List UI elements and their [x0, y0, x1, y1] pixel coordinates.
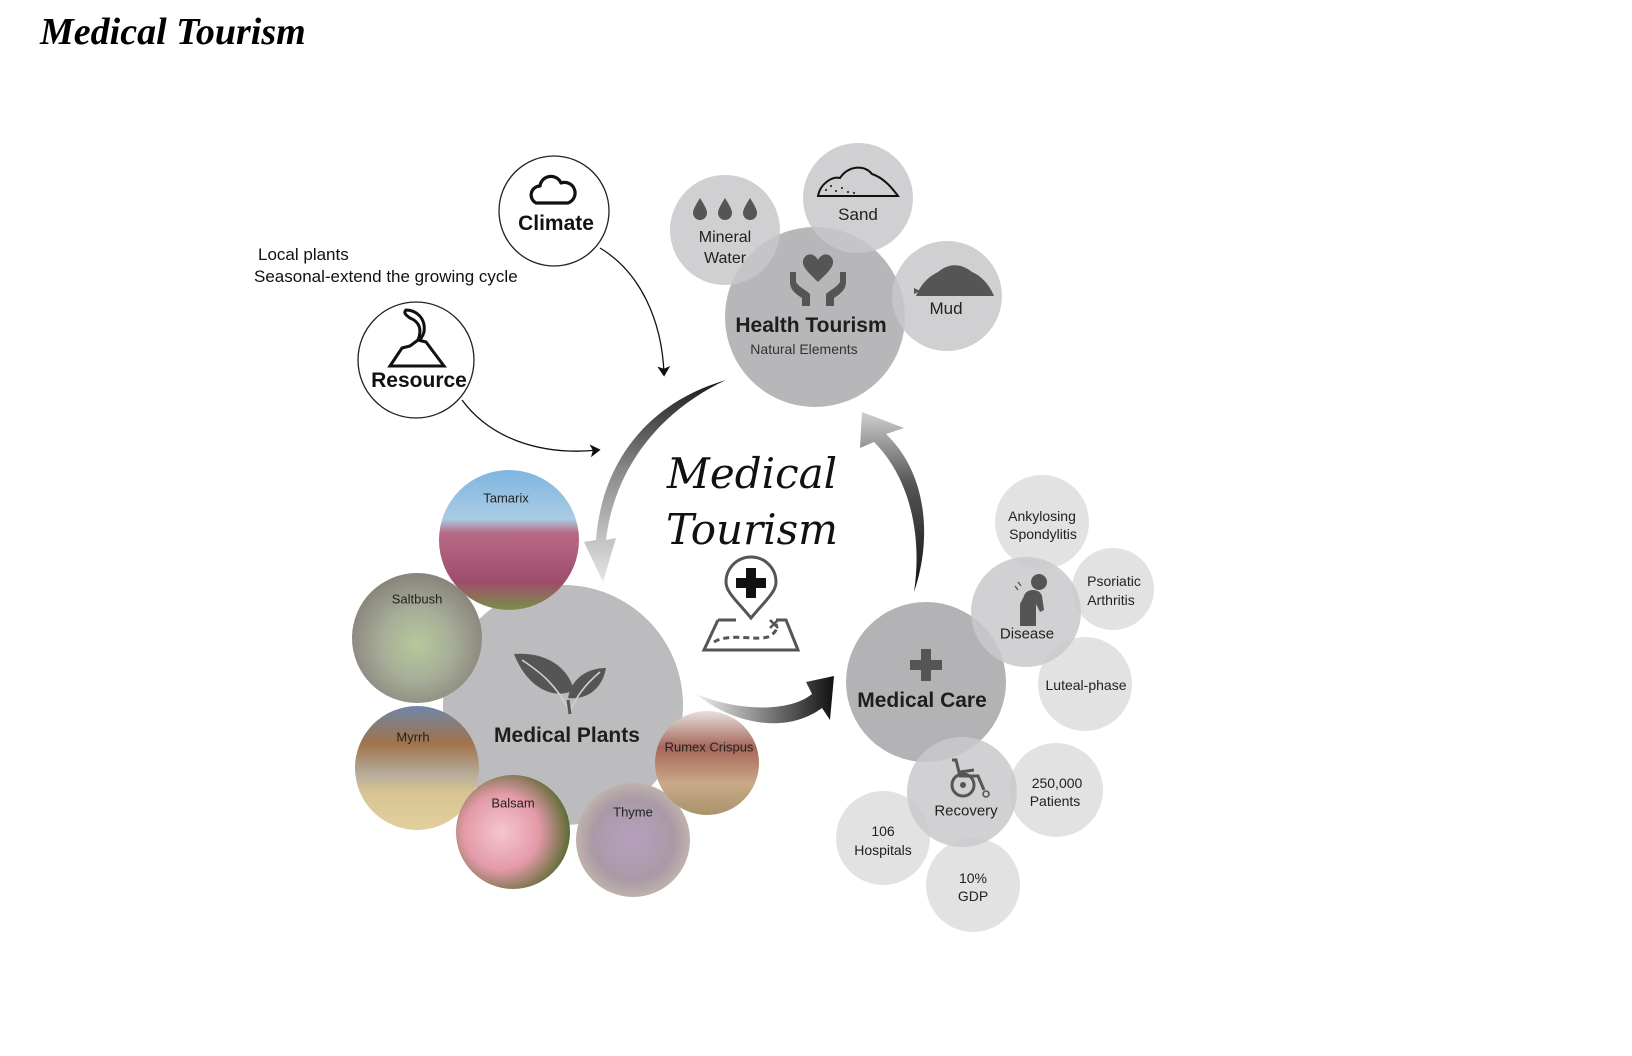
center-title-line2: Tourism: [666, 505, 838, 554]
plant-label-thyme: Thyme: [613, 804, 653, 820]
condition-psoriatic-line1: Psoriatic: [1087, 573, 1141, 589]
plant-photo-rumex: [655, 711, 759, 815]
note-local-plants: Local plants: [258, 245, 349, 264]
plant-label-myrrh: Myrrh: [396, 729, 430, 745]
climate-arrow: [599, 247, 671, 377]
cloud-icon: [529, 174, 577, 205]
leaves-icon: [514, 653, 606, 715]
medical-care-title: Medical Care: [857, 689, 987, 712]
health-tourism-cluster: [670, 143, 1002, 407]
map-pin-medical-cross-icon: [701, 555, 801, 652]
medical-plants-title: Medical Plants: [494, 724, 640, 747]
sand-bubble: [803, 143, 913, 253]
page-title: Medical Tourism: [40, 11, 306, 53]
plus-icon: [910, 649, 942, 681]
mineral-label-line2: Water: [703, 250, 747, 267]
note-seasonal: Seasonal-extend the growing cycle: [254, 267, 518, 286]
resource-arrow: [461, 399, 601, 458]
plant-on-hill-icon: [387, 308, 447, 368]
wheelchair-icon: [950, 758, 990, 798]
plant-photo-thyme: [576, 783, 690, 897]
psoriatic-bubble: [1072, 548, 1154, 630]
plant-label-saltbush: Saltbush: [391, 591, 443, 607]
stat-gdp-label: GDP: [957, 888, 989, 904]
stat-patients-value: 250,000: [1031, 775, 1083, 791]
condition-ankylosing-line2: Spondylitis: [1009, 526, 1077, 542]
cycle-arrow-to-care: [696, 676, 834, 724]
water-drops-icon: [693, 198, 757, 220]
health-tourism-title: Health Tourism: [735, 314, 887, 337]
health-tourism-subtitle: Natural Elements: [750, 341, 858, 357]
hospitals-bubble: [836, 791, 930, 885]
sand-label: Sand: [838, 205, 878, 224]
sand-pile-icon: [816, 166, 901, 197]
plant-photo-myrrh: [355, 706, 479, 830]
medical-plants-cluster: [352, 470, 759, 897]
medical-care-hub: [846, 602, 1006, 762]
mineral-label-line1: Mineral: [698, 229, 752, 246]
plant-label-rumex: Rumex Crispus: [664, 739, 754, 755]
luteal-bubble: [1038, 637, 1132, 731]
plant-photo-tamarix: [439, 470, 579, 610]
medical-care-cluster: [836, 475, 1154, 932]
disease-label: Disease: [999, 625, 1055, 643]
plant-label-tamarix: Tamarix: [483, 490, 529, 506]
hands-heart-icon: [790, 254, 846, 306]
plant-photo-balsam: [456, 775, 570, 889]
center-title-line1: Medical: [666, 449, 838, 498]
mud-label: Mud: [929, 299, 963, 318]
ankylosing-bubble: [995, 475, 1089, 569]
cycle-arrow-to-plants: [584, 380, 726, 582]
climate-label: Climate: [518, 212, 594, 235]
gdp-bubble: [926, 838, 1020, 932]
plant-label-balsam: Balsam: [491, 795, 535, 811]
patients-bubble: [1009, 743, 1103, 837]
stat-hospitals-label: Hospitals: [854, 842, 912, 858]
climate-node: [498, 155, 610, 267]
condition-psoriatic-line2: Arthritis: [1087, 592, 1135, 608]
recovery-bubble: [907, 737, 1017, 847]
center-title: Medical Tourism: [666, 446, 838, 558]
stat-hospitals-value: 106: [871, 823, 895, 839]
stat-gdp-value: 10%: [958, 870, 988, 886]
sick-person-icon: [1014, 574, 1047, 626]
condition-luteal: Luteal-phase: [1045, 677, 1127, 693]
resource-label: Resource: [371, 369, 467, 392]
medical-plants-hub: [443, 585, 683, 825]
plant-photo-saltbush: [352, 573, 482, 703]
condition-ankylosing-line1: Ankylosing: [1008, 508, 1076, 524]
stat-patients-label: Patients: [1029, 793, 1081, 809]
resource-node: [357, 301, 475, 419]
cycle-arrow-to-health: [860, 412, 925, 592]
health-tourism-hub: [725, 227, 905, 407]
mud-pile-icon: [914, 265, 994, 296]
recovery-label: Recovery: [934, 802, 998, 820]
